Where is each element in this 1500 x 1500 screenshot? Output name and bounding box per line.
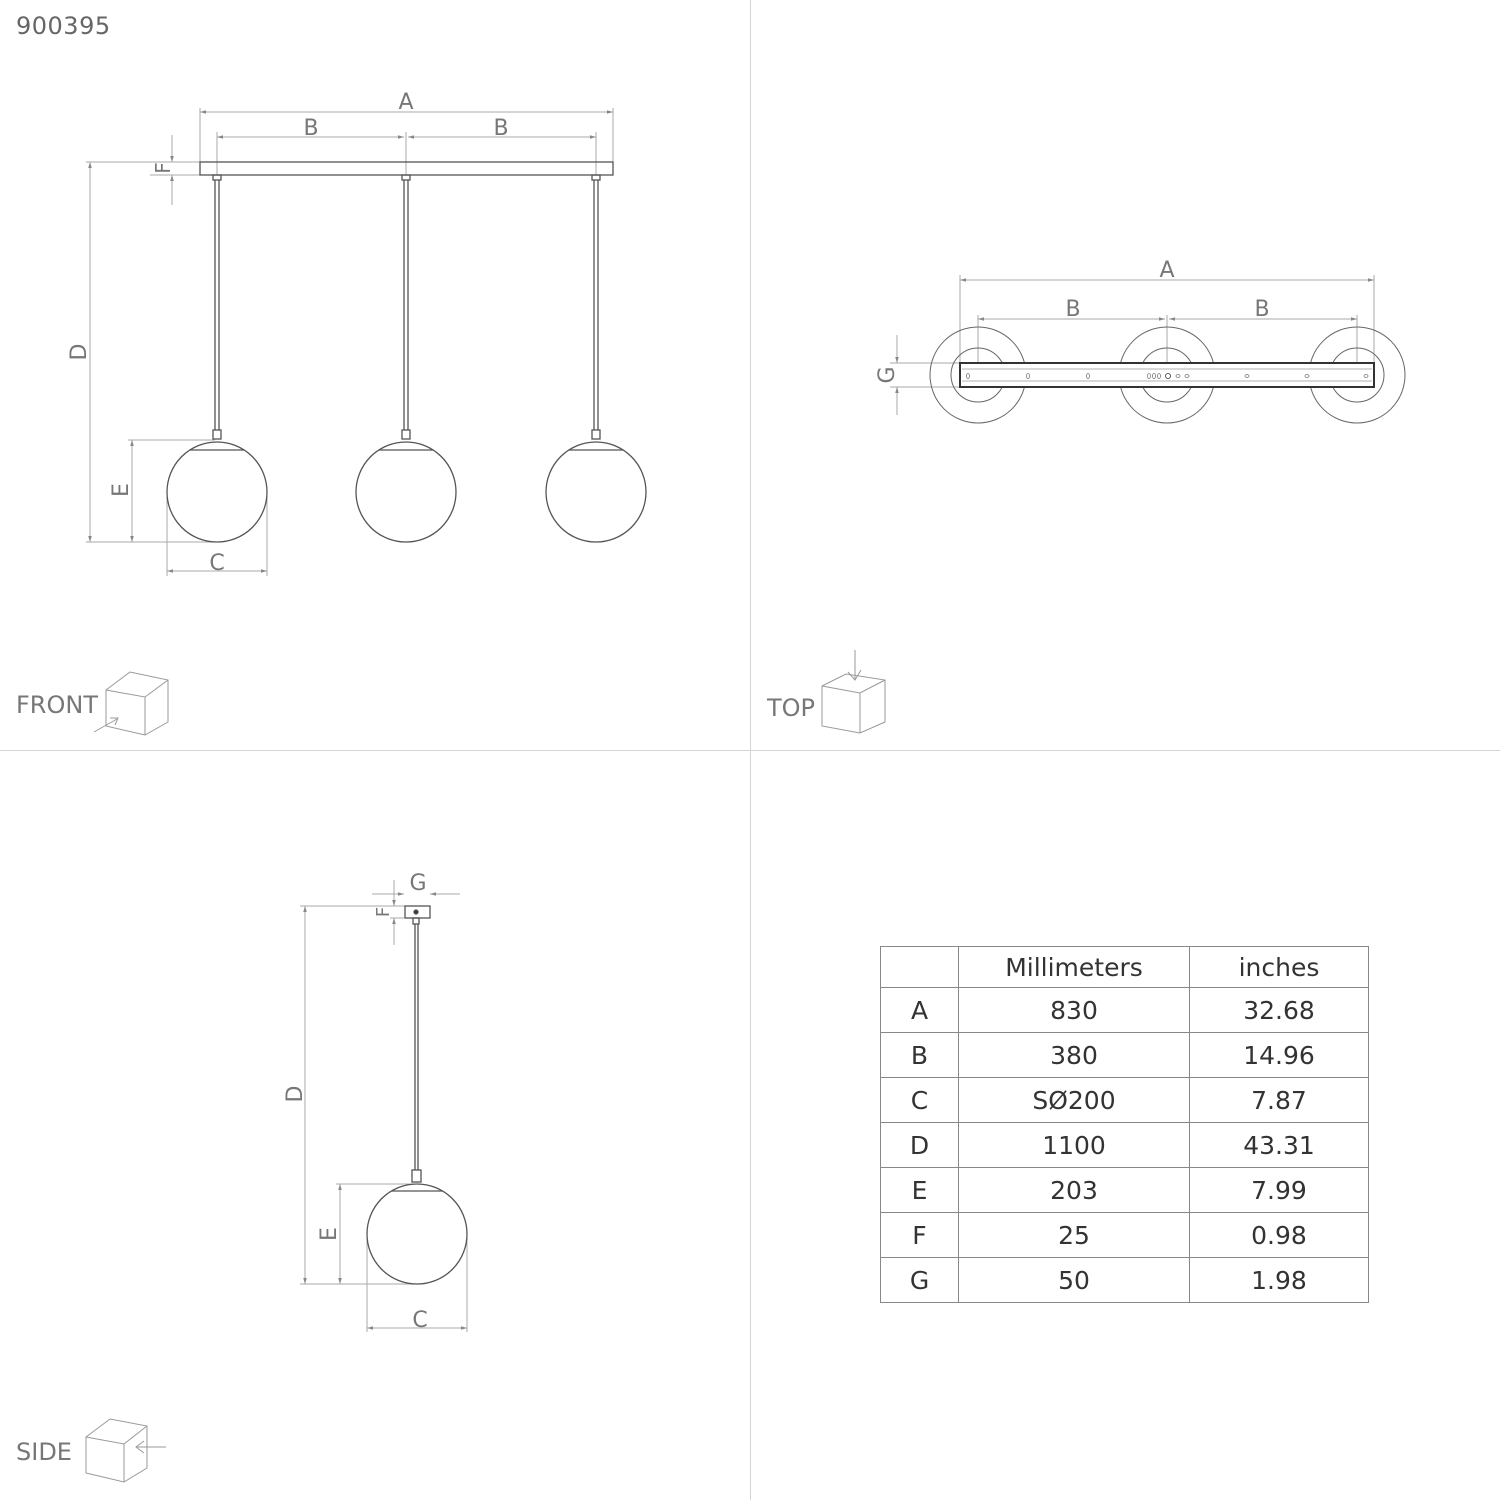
top-view-label: TOP	[766, 694, 815, 722]
dim-label-f: F	[151, 162, 175, 174]
table-header-row: Millimeters inches	[880, 946, 1369, 988]
dim-label-e: E	[109, 483, 134, 497]
front-view-drawing: A B B C D E F FRONT	[16, 90, 647, 736]
dim-label-b: B	[1065, 297, 1080, 322]
dim-label-a: A	[1159, 258, 1174, 283]
dimension-mm: 830	[958, 987, 1190, 1033]
dimension-key: B	[880, 1032, 959, 1078]
dim-label-b: B	[1254, 297, 1269, 322]
table-row: D 1100 43.31	[880, 1122, 1369, 1168]
dimension-in: 7.99	[1189, 1167, 1369, 1213]
dim-label-b: B	[303, 116, 318, 141]
table-row: F 25 0.98	[880, 1212, 1369, 1258]
dimension-mm: 50	[958, 1257, 1190, 1303]
table-row: G 50 1.98	[880, 1257, 1369, 1303]
dim-label-d: D	[283, 1086, 308, 1103]
dim-label-b: B	[493, 116, 508, 141]
dimension-in: 0.98	[1189, 1212, 1369, 1258]
dim-label-f: F	[373, 907, 394, 917]
front-view-label: FRONT	[16, 691, 98, 719]
dimension-mm: SØ200	[958, 1077, 1190, 1123]
dim-label-g: G	[409, 871, 426, 896]
dimension-key: G	[880, 1257, 959, 1303]
dim-label-e: E	[317, 1227, 342, 1241]
table-row: C SØ200 7.87	[880, 1077, 1369, 1123]
dimensions-table: Millimeters inches A 830 32.68 B 380 14.…	[880, 946, 1369, 1303]
dimension-in: 7.87	[1189, 1077, 1369, 1123]
dimension-key: F	[880, 1212, 959, 1258]
side-view-label: SIDE	[16, 1438, 72, 1466]
dimension-key: A	[880, 987, 959, 1033]
table-row: B 380 14.96	[880, 1032, 1369, 1078]
dimension-in: 32.68	[1189, 987, 1369, 1033]
table-row: A 830 32.68	[880, 987, 1369, 1033]
dimension-mm: 380	[958, 1032, 1190, 1078]
side-view-drawing: G F D E C SIDE	[16, 871, 468, 1483]
table-row: E 203 7.99	[880, 1167, 1369, 1213]
side-cube-icon	[85, 1418, 166, 1483]
table-header-inches: inches	[1189, 946, 1369, 988]
dimension-in: 1.98	[1189, 1257, 1369, 1303]
table-header	[880, 946, 959, 988]
dimension-key: D	[880, 1122, 959, 1168]
front-cube-icon	[93, 671, 169, 736]
table-header-millimeters: Millimeters	[958, 946, 1190, 988]
dimension-in: 43.31	[1189, 1122, 1369, 1168]
dimension-key: E	[880, 1167, 959, 1213]
dimension-key: C	[880, 1077, 959, 1123]
dimension-mm: 25	[958, 1212, 1190, 1258]
dim-label-c: C	[412, 1308, 427, 1333]
dimension-in: 14.96	[1189, 1032, 1369, 1078]
dim-label-a: A	[398, 90, 413, 115]
dimension-mm: 203	[958, 1167, 1190, 1213]
top-cube-icon	[821, 650, 886, 734]
horizontal-divider	[0, 750, 1500, 751]
dim-label-c: C	[209, 551, 224, 576]
product-code: 900395	[16, 12, 111, 40]
dimension-mm: 1100	[958, 1122, 1190, 1168]
top-view-drawing: A B B G TOP	[766, 258, 1406, 734]
dim-label-g: G	[875, 366, 900, 383]
dim-label-d: D	[67, 344, 92, 361]
